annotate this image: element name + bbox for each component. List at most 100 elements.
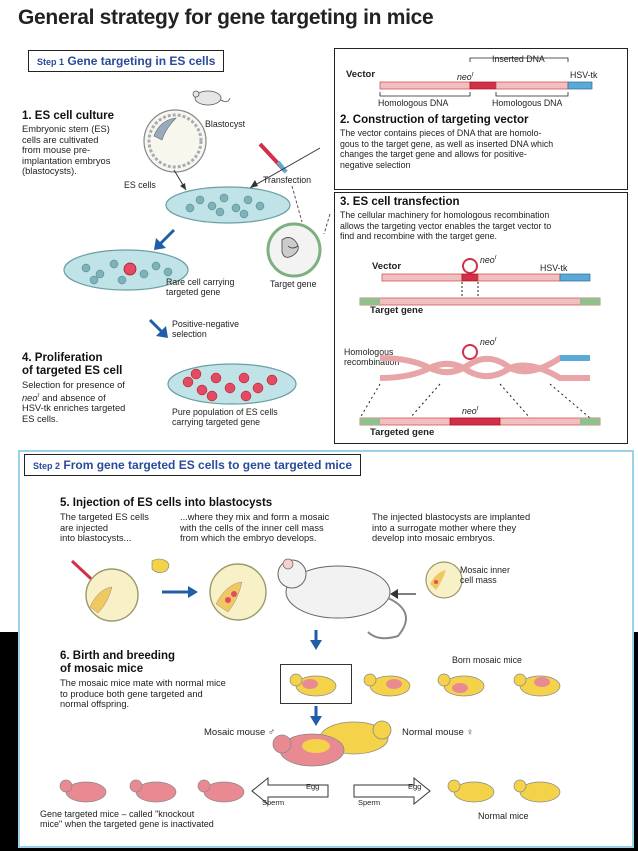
s4-heading: 4. Proliferation of targeted ES cell <box>22 352 122 378</box>
s4-text-line: Selection for presence of <box>22 380 125 390</box>
s2-vector-label: Vector <box>346 69 376 80</box>
s2-text: The vector contains pieces of DNA that a… <box>340 128 553 170</box>
s5-col2-line: from which the embryo develops. <box>180 533 317 544</box>
homologous-recombination-label: Homologous recombination <box>344 347 399 367</box>
s6-text-line: to produce both gene targeted and <box>60 688 203 699</box>
rare-cell-line: Rare cell carrying <box>166 277 235 287</box>
s2-neo-sup: r <box>471 72 474 78</box>
s6-text-line: normal offspring. <box>60 699 130 710</box>
pure-line: Pure population of ES cells <box>172 407 278 417</box>
s6-heading-line: of mosaic mice <box>60 663 144 675</box>
s1-text-line: cells are cultivated <box>22 134 99 145</box>
s5-col3-line: into a surrogate mother where they <box>372 522 517 533</box>
vector-construction-panel <box>334 48 628 190</box>
es-cell-dish <box>165 186 291 224</box>
selection-line: selection <box>172 328 207 339</box>
es-cells-label: ES cells <box>124 180 156 190</box>
knockout-mouse-icon <box>197 779 245 803</box>
recombination-diagram <box>359 344 601 426</box>
arrow-right-icon <box>162 586 198 598</box>
rare-cell-line: targeted gene <box>166 286 221 297</box>
s4-heading-line: of targeted ES cell <box>22 365 123 377</box>
s3-text-line: find and recombine with the target gene. <box>340 231 497 242</box>
page-title: General strategy for gene targeting in m… <box>18 6 434 29</box>
s3-neo-text-3: neo <box>462 405 477 416</box>
s3-text: The cellular machinery for homologous re… <box>340 210 551 242</box>
s3-heading: 3. ES cell transfection <box>340 196 460 208</box>
pure-population-label: Pure population of ES cells carrying tar… <box>172 407 278 427</box>
homologous-left-label: Homologous DNA <box>378 98 449 108</box>
egg-left-label: Egg <box>306 782 320 791</box>
sperm-right-label: Sperm <box>358 798 381 807</box>
mosaic-inner-line: cell mass <box>460 574 497 585</box>
s3-hsv-label: HSV-tk <box>540 263 568 273</box>
s1-text-line: Embryonic stem (ES) <box>22 124 110 134</box>
normal-mouse-icon <box>513 779 561 803</box>
s1-heading: 1. ES cell culture <box>22 110 115 122</box>
inserted-dna-label: Inserted DNA <box>492 54 545 64</box>
mosaic-inner-cell-illustration <box>425 561 463 599</box>
mosaic-inner-line: Mosaic inner <box>460 565 510 575</box>
step1-label: Step 1 Gene targeting in ES cells <box>28 50 225 72</box>
step1-title: Gene targeting in ES cells <box>67 54 216 68</box>
s3-neo-text: neo <box>480 254 495 265</box>
step1-number: Step 1 <box>37 57 65 67</box>
s6-text: The mosaic mice mate with normal mice to… <box>60 678 226 710</box>
arrow-left-outline-icon <box>251 776 329 806</box>
selection-arrow-icon <box>148 318 168 338</box>
s2-hsv-label: HSV-tk <box>570 70 598 80</box>
vector-tube-icon <box>258 142 288 174</box>
s5-col3: The injected blastocysts are implanted i… <box>372 512 530 544</box>
selection-line: Positive-negative <box>172 319 239 329</box>
injected-blastocyst-illustration <box>70 558 170 622</box>
surrogate-mouse-illustration <box>277 558 407 640</box>
s5-col2: ...where they mix and form a mosaic with… <box>180 512 329 544</box>
transfection-arrows <box>249 147 321 189</box>
s3-neo-label-3: neor <box>462 405 479 417</box>
s4-heading-line: 4. Proliferation <box>22 352 103 364</box>
blastocyst-illustration <box>143 109 207 173</box>
s4-text-line: ES cells. <box>22 413 59 424</box>
born-mosaic-label: Born mosaic mice <box>452 655 522 665</box>
s4-text: Selection for presence of neor and absen… <box>22 380 125 424</box>
vector-construct-diagram <box>379 57 593 97</box>
s5-col1-line: The targeted ES cells <box>60 512 149 522</box>
target-gene-label: Target gene <box>270 279 317 289</box>
mosaic-mouse-label: Mosaic mouse ♂ <box>204 727 276 738</box>
normal-mice-label: Normal mice <box>478 811 529 821</box>
blastocyst-label: Blastocyst <box>205 119 246 129</box>
neo-text: neo <box>22 392 38 403</box>
knockout-line: mice" when the targeted gene is inactiva… <box>40 818 214 829</box>
s1-text-line: (blastocysts). <box>22 166 77 177</box>
s6-heading-line: 6. Birth and breeding <box>60 650 176 662</box>
egg-right-label: Egg <box>408 782 422 791</box>
s1-text: Embryonic stem (ES) cells are cultivated… <box>22 124 110 177</box>
s5-col2-line: ...where they mix and form a mosaic <box>180 512 330 522</box>
targeted-gene-label: Targeted gene <box>370 427 435 438</box>
s5-col1: The targeted ES cells are injected into … <box>60 512 149 544</box>
rare-cell-dish <box>63 249 189 291</box>
mosaic-blastocyst-illustration <box>209 563 267 621</box>
s4-text-line: HSV-tk enriches targeted <box>22 403 126 414</box>
s3-neo-sup-2: r <box>494 337 497 343</box>
s3-neo-sup-3: r <box>476 406 479 412</box>
neo-sup: r <box>37 392 40 399</box>
s6-heading: 6. Birth and breeding of mosaic mice <box>60 650 175 676</box>
s2-text-line: The vector contains pieces of DNA that a… <box>340 128 542 138</box>
mosaic-mouse-icon <box>437 673 485 697</box>
mosaic-mouse-icon <box>363 673 411 697</box>
step2-number: Step 2 <box>33 461 61 471</box>
pure-line: carrying targeted gene <box>172 416 261 427</box>
blastocyst-to-dish-arrow <box>173 169 187 191</box>
s2-neo-label: neor <box>457 71 474 83</box>
s3-text-line: The cellular machinery for homologous re… <box>340 210 550 220</box>
s4-text-b: and absence of <box>39 392 106 403</box>
s3-vector-label: Vector <box>372 261 402 272</box>
s3-target-gene-label: Target gene <box>370 305 424 316</box>
normal-mouse-icon <box>447 779 495 803</box>
transfection-label: Transfection <box>263 175 312 185</box>
homologous-right-label: Homologous DNA <box>492 98 563 108</box>
selected-mosaic-mouse-frame <box>280 664 352 704</box>
knockout-mouse-icon <box>129 779 177 803</box>
knockout-mouse-icon <box>59 779 107 803</box>
